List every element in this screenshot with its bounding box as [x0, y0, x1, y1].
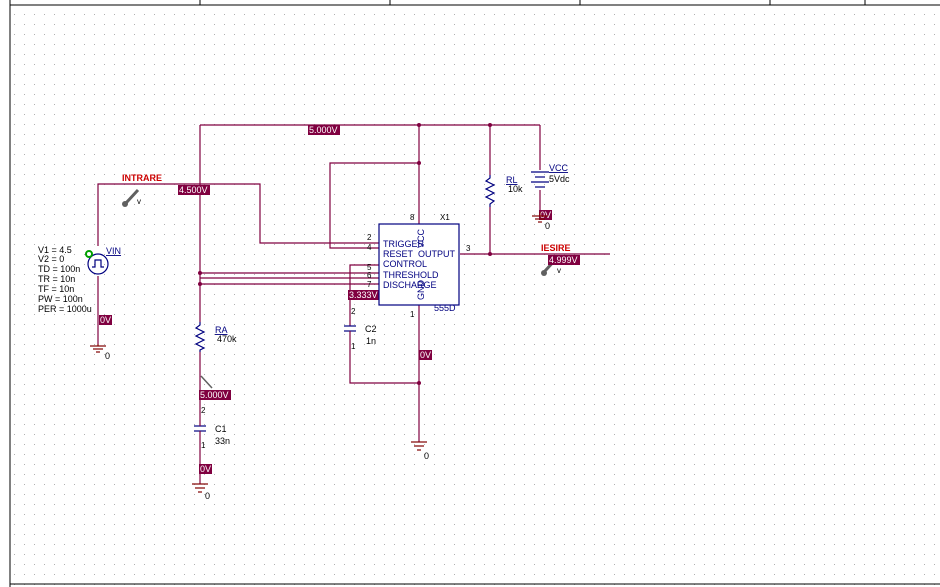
svg-text:1: 1: [201, 441, 206, 450]
ra-value: 470k: [217, 334, 237, 344]
grid-background: [10, 6, 940, 587]
svg-text:v: v: [557, 266, 561, 275]
svg-text:0V: 0V: [100, 315, 111, 325]
chip-pin-bottom: 1: [410, 310, 415, 319]
svg-text:2: 2: [201, 406, 206, 415]
c1-value: 33n: [215, 436, 230, 446]
svg-text:0: 0: [545, 221, 550, 231]
chip-part: 555D: [434, 303, 456, 313]
timer-chip-555[interactable]: X1 8 1 555D VCC GND TRIGGER RESET OUTPUT…: [367, 213, 471, 319]
voltage-flag-intrare[interactable]: 4.500V: [178, 185, 210, 195]
svg-text:4.500V: 4.500V: [179, 185, 208, 195]
vcc-value: 5Vdc: [549, 174, 570, 184]
svg-text:0V: 0V: [420, 350, 431, 360]
svg-text:V2 = 0: V2 = 0: [38, 254, 64, 264]
capacitor-c1[interactable]: 2 1 C1 33n: [194, 406, 230, 450]
voltage-flag-top-rail[interactable]: 5.000V: [308, 125, 340, 135]
chip-ref: X1: [440, 213, 450, 222]
svg-text:7: 7: [367, 280, 372, 289]
svg-text:TR = 10n: TR = 10n: [38, 274, 75, 284]
voltage-probe-icon[interactable]: v: [122, 188, 141, 207]
svg-text:TD = 100n: TD = 100n: [38, 264, 80, 274]
ground-icon[interactable]: 0: [532, 212, 550, 231]
chip-pin-discharge: DISCHARGE: [383, 280, 437, 290]
rl-value: 10k: [508, 184, 523, 194]
vcc-name: VCC: [549, 163, 569, 173]
vin-name: VIN: [106, 246, 121, 256]
chip-pin-control: CONTROL: [383, 259, 427, 269]
ground-icon[interactable]: 0: [411, 441, 429, 461]
wires: [97, 124, 610, 484]
voltage-flag-vin-bottom[interactable]: 0V: [99, 315, 112, 325]
svg-text:2: 2: [351, 307, 356, 316]
resistor-ra[interactable]: RA 470k: [194, 322, 237, 352]
svg-text:5.000V: 5.000V: [200, 390, 229, 400]
svg-text:V1 = 4.5: V1 = 4.5: [38, 245, 72, 255]
svg-text:PW = 100n: PW = 100n: [38, 294, 83, 304]
rl-name: RL: [506, 175, 518, 185]
ra-name: RA: [215, 325, 228, 335]
vcc-source[interactable]: VCC 5Vdc: [531, 163, 570, 188]
svg-text:TF = 10n: TF = 10n: [38, 284, 74, 294]
ground-icon[interactable]: 0: [90, 344, 110, 361]
resistor-rl[interactable]: RL 10k: [484, 175, 523, 207]
chip-gnd-label: GND: [416, 280, 426, 301]
voltage-flag-ra-bottom[interactable]: 5.000V: [199, 390, 231, 400]
svg-text:0: 0: [105, 351, 110, 361]
svg-text:1: 1: [351, 342, 356, 351]
svg-text:2: 2: [367, 233, 372, 242]
vin-params: V1 = 4.5 V2 = 0 TD = 100n TR = 10n TF = …: [38, 245, 92, 314]
chip-pin-trigger: TRIGGER: [383, 239, 425, 249]
svg-text:4: 4: [367, 243, 372, 252]
svg-text:0V: 0V: [200, 464, 211, 474]
svg-text:4.999V: 4.999V: [549, 255, 578, 265]
voltage-flag-threshold[interactable]: 3.333V: [348, 290, 380, 300]
c2-value: 1n: [366, 336, 376, 346]
svg-text:6: 6: [367, 271, 372, 280]
junction-icon: [198, 123, 492, 385]
voltage-flag-vcc-bottom[interactable]: 0V: [539, 210, 552, 220]
voltage-flag-chip-gnd[interactable]: 0V: [419, 350, 432, 360]
ground-icon[interactable]: 0: [192, 483, 210, 501]
svg-text:5.000V: 5.000V: [309, 125, 338, 135]
svg-text:v: v: [137, 197, 141, 206]
vin-source[interactable]: VIN: [85, 246, 121, 275]
net-label-intrare[interactable]: INTRARE: [122, 173, 162, 183]
net-label-iesire[interactable]: IESIRE: [541, 243, 571, 253]
voltage-flag-output[interactable]: 4.999V: [548, 255, 580, 265]
voltage-flag-c1-bottom[interactable]: 0V: [199, 464, 212, 474]
chip-vcc-label: VCC: [416, 228, 426, 248]
svg-text:0: 0: [424, 451, 429, 461]
svg-text:5: 5: [367, 263, 372, 272]
chip-pin-threshold: THRESHOLD: [383, 270, 439, 280]
c2-name: C2: [365, 324, 377, 334]
voltage-probe-icon[interactable]: [200, 375, 213, 389]
svg-text:0V: 0V: [540, 210, 551, 220]
svg-text:0: 0: [205, 491, 210, 501]
svg-text:3.333V: 3.333V: [349, 290, 378, 300]
chip-pin-output: OUTPUT: [418, 249, 456, 259]
title-strip-ticks: [199, 0, 866, 5]
chip-pin-reset: RESET: [383, 249, 414, 259]
capacitor-c2[interactable]: 2 1 C2 1n: [344, 307, 377, 351]
c1-name: C1: [215, 424, 227, 434]
chip-pin-top: 8: [410, 213, 415, 222]
svg-text:PER = 1000u: PER = 1000u: [38, 304, 92, 314]
svg-text:3: 3: [466, 244, 471, 253]
